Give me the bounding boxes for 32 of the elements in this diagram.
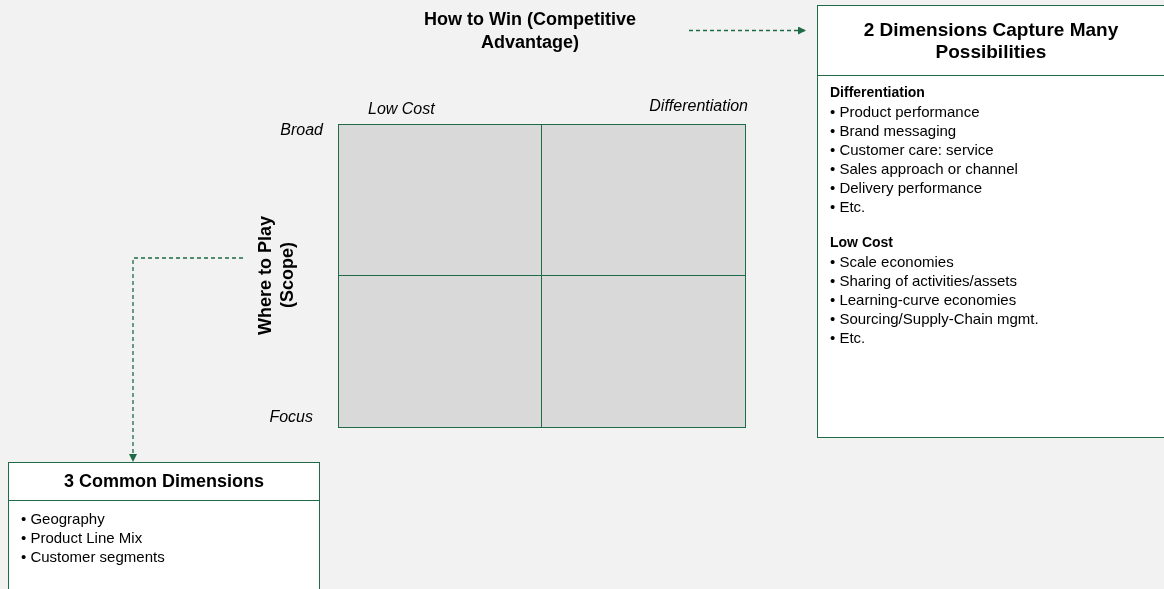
list-item: • Learning-curve economies: [830, 290, 1018, 309]
list-item: • Sourcing/Supply-Chain mgmt.: [830, 309, 1040, 328]
box-heading: 3 Common Dimensions: [9, 463, 319, 501]
axis-title: Where to Play (Scope): [246, 185, 306, 365]
list-item: • Product Line Mix: [21, 528, 144, 547]
list-item: • Etc.: [830, 197, 867, 216]
dashed-arrow: [129, 257, 244, 462]
list-heading: Low Cost: [830, 234, 894, 250]
info-box: [8, 462, 320, 589]
list-item: • Brand messaging: [830, 121, 958, 140]
list-heading: Differentiation: [830, 84, 926, 100]
box-heading: 2 Dimensions Capture Many Possibilities: [818, 6, 1164, 76]
list-item: • Scale economies: [830, 252, 955, 271]
list-item: • Product performance: [830, 102, 981, 121]
list-item: • Sales approach or channel: [830, 159, 1019, 178]
list-item: • Etc.: [830, 328, 867, 347]
matrix-quadrant: [541, 275, 746, 428]
axis-label: Focus: [269, 408, 313, 426]
list-item: • Geography: [21, 509, 106, 528]
list-item: • Sharing of activities/assets: [830, 271, 1018, 290]
dashed-arrow: [688, 26, 806, 35]
info-box: [817, 5, 1164, 438]
axis-label: Broad: [280, 121, 323, 139]
matrix-quadrant: [338, 275, 542, 428]
axis-label: Low Cost: [368, 100, 435, 118]
list-item: • Delivery performance: [830, 178, 983, 197]
axis-title: How to Win (Competitive Advantage): [375, 8, 685, 53]
matrix-quadrant: [541, 124, 746, 276]
list-item: • Customer care: service: [830, 140, 995, 159]
list-item: • Customer segments: [21, 547, 166, 566]
axis-label: Differentiation: [649, 97, 748, 115]
matrix-quadrant: [338, 124, 542, 276]
